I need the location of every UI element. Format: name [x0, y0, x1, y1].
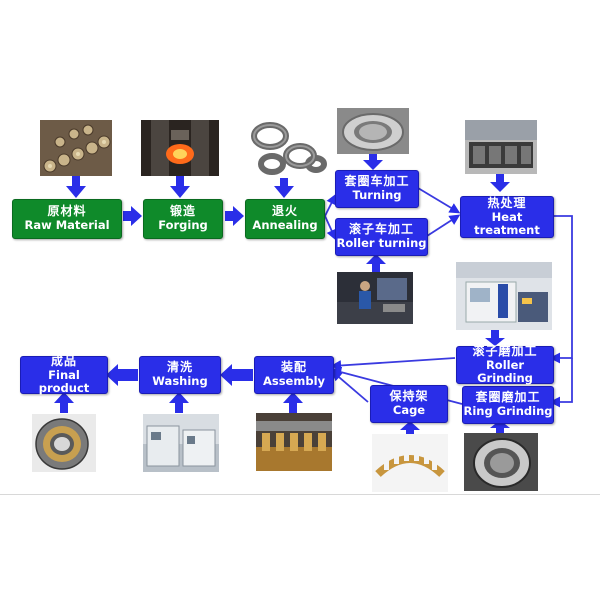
arrow-raw-to-forging: [123, 206, 142, 226]
arrow-ring-grinding-up: [490, 420, 510, 433]
step-en-label: Heat treatment: [474, 209, 540, 237]
step-en-label: Roller turning: [336, 236, 427, 251]
arrow-forging-to-annealing: [225, 206, 244, 226]
step-cage: 保持架 Cage: [370, 385, 448, 423]
step-en-label: Raw Material: [24, 218, 110, 233]
step-en-label: Roller Grinding: [477, 357, 533, 385]
bottom-divider: [0, 494, 600, 495]
step-washing: 清洗 Washing: [139, 356, 221, 394]
step-roller-turning: 滚子车加工 Roller turning: [335, 218, 428, 256]
step-zh-label: 锻造: [169, 204, 196, 219]
ground-ring-photo: [464, 433, 538, 491]
step-zh-label: 装配: [280, 360, 307, 375]
step-zh-label: 退火: [271, 204, 298, 219]
arrow-assembly-to-washing: [220, 364, 253, 386]
step-zh-label: 原材料: [47, 204, 87, 219]
step-raw-material: 原材料 Raw Material: [12, 199, 122, 239]
step-ring-grinding: 套圈磨加工 Ring Grinding: [462, 386, 554, 424]
brass-cage-photo: [372, 434, 448, 492]
step-zh-label: 套圈磨加工: [475, 390, 541, 405]
step-en-label: Forging: [158, 218, 208, 233]
furnace-photo: [465, 120, 537, 174]
step-en-label: Annealing: [252, 218, 318, 233]
step-zh-label: 清洗: [166, 360, 193, 375]
step-zh-label: 滚子车加工: [348, 222, 414, 237]
step-turning: 套圈车加工 Turning: [335, 170, 419, 208]
bearing-assembly-photo: [256, 413, 332, 471]
step-zh-label: 成品: [50, 353, 77, 368]
step-en-label: Washing: [152, 374, 208, 389]
step-en-label: Final product: [38, 367, 90, 395]
arrow-turning-down: [363, 152, 383, 170]
arrow-roller-grinding-down: [485, 330, 505, 346]
arrow-annealing-down: [274, 175, 294, 198]
step-en-label: Assembly: [262, 374, 326, 389]
turned-ring-photo: [337, 108, 409, 154]
arrow-assembly-up: [283, 392, 303, 413]
step-en-label: Turning: [352, 188, 402, 203]
arrow-washing-up: [169, 392, 189, 413]
step-annealing: 退火 Annealing: [245, 199, 325, 239]
step-roller-grinding: 滚子磨加工 Roller Grinding: [456, 343, 554, 385]
block-arrows: [54, 152, 510, 434]
arrow-final-up: [54, 392, 74, 413]
arrow-washing-to-final: [106, 364, 138, 386]
arrow-roller-turning-up: [366, 254, 386, 272]
washing-line-photo: [143, 414, 219, 472]
step-forging: 锻造 Forging: [143, 199, 223, 239]
step-final-product: 成品 Final product: [20, 353, 108, 395]
step-en-label: Cage: [392, 403, 426, 418]
step-zh-label: 热处理: [487, 195, 527, 210]
grinding-machine-photo: [456, 262, 552, 330]
arrow-cage-up: [400, 421, 420, 434]
step-zh-label: 滚子磨加工: [472, 343, 538, 358]
step-en-label: Ring Grinding: [463, 404, 553, 419]
step-assembly: 装配 Assembly: [254, 356, 334, 394]
hot-forging-photo: [141, 120, 219, 176]
lathe-operator-photo: [337, 272, 413, 324]
steel-bars-photo: [40, 120, 112, 176]
arrow-heat-down: [490, 174, 510, 192]
step-zh-label: 保持架: [389, 389, 429, 404]
finished-bearing-photo: [32, 414, 96, 472]
arrow-raw-down: [66, 175, 86, 198]
annealed-rings-photo: [242, 118, 328, 178]
step-heat-treatment: 热处理 Heat treatment: [460, 196, 554, 238]
arrow-forging-down: [170, 175, 190, 198]
step-zh-label: 套圈车加工: [344, 174, 410, 189]
